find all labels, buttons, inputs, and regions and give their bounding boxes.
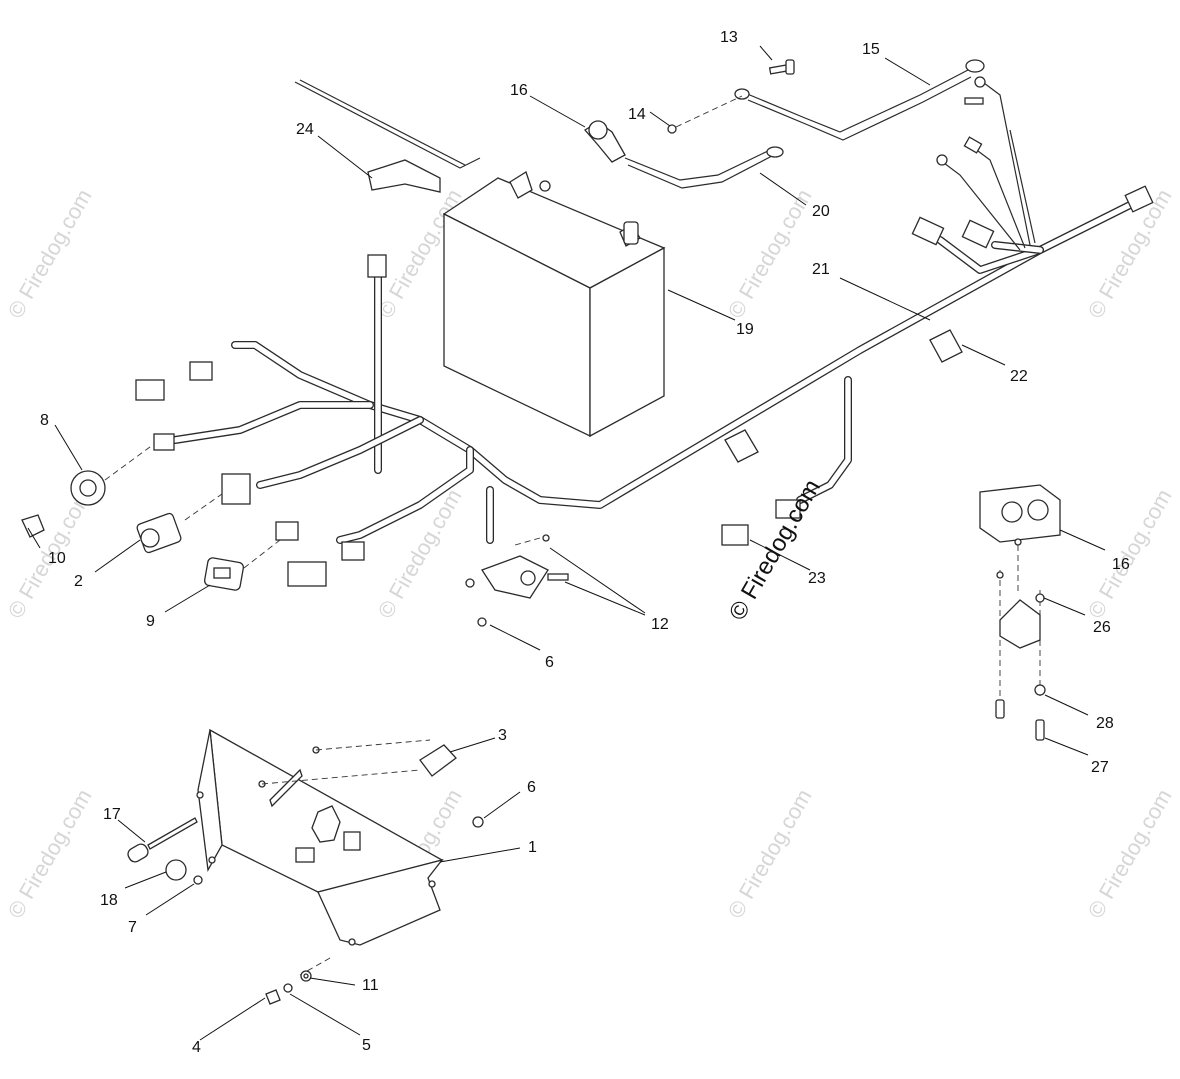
- callout-16: 16: [1112, 556, 1130, 573]
- fuse-block-assembly: [979, 484, 1061, 741]
- connector: [153, 433, 175, 451]
- callout-24: 24: [296, 121, 314, 138]
- headlight-switch: [136, 493, 223, 554]
- ignition-switch: [70, 443, 155, 506]
- callout-17: 17: [103, 806, 121, 823]
- connector: [367, 254, 387, 278]
- callout-18: 18: [100, 892, 118, 909]
- callout-21: 21: [812, 261, 830, 278]
- callout-6: 6: [545, 654, 554, 671]
- battery-cable-positive: [734, 59, 985, 141]
- bolt-and-nut: [667, 59, 795, 134]
- callout-11: 11: [362, 977, 379, 994]
- dash-panel: [196, 728, 444, 976]
- panel-hardware: [127, 744, 484, 1005]
- ring-terminal: [974, 76, 986, 88]
- ignition-key: [21, 514, 45, 538]
- battery-terminal: [623, 221, 639, 245]
- callout-10: 10: [48, 550, 66, 567]
- callout-15: 15: [862, 41, 880, 58]
- connector: [775, 499, 801, 519]
- watermark-text: © Firedog.com: [723, 185, 817, 323]
- callout-5: 5: [362, 1037, 371, 1054]
- starter-solenoid: [465, 534, 569, 627]
- watermark-text: © Firedog.com: [723, 785, 817, 923]
- callout-1: 1: [528, 839, 537, 856]
- callout-labels: 1 2 3 4 5 6 6 7 8 9 10 11 12 13 14 15 16…: [40, 29, 1130, 1056]
- callout-14: 14: [628, 106, 646, 123]
- watermark-text: © Firedog.com: [3, 185, 97, 323]
- callout-6: 6: [527, 779, 536, 796]
- callout-23: 23: [808, 570, 826, 587]
- connector: [911, 216, 945, 246]
- callout-4: 4: [192, 1039, 201, 1056]
- battery: [442, 171, 666, 438]
- harness-top-connectors: [911, 185, 1154, 249]
- callout-19: 19: [736, 321, 754, 338]
- connector: [961, 219, 995, 249]
- battery-terminal: [509, 171, 533, 199]
- callout-13: 13: [720, 29, 738, 46]
- callout-26: 26: [1093, 619, 1111, 636]
- cable-bracket: [294, 79, 481, 193]
- decal-label: [964, 97, 984, 105]
- callout-28: 28: [1096, 715, 1114, 732]
- left-connectors: [135, 254, 387, 587]
- connector: [275, 521, 299, 541]
- callout-2: 2: [74, 573, 83, 590]
- ring-terminal: [936, 154, 948, 166]
- callout-12: 12: [651, 616, 669, 633]
- switch-plug: [135, 379, 165, 401]
- watermark-text: © Firedog.com: [1083, 485, 1177, 623]
- harness-branch-wires: [936, 76, 1036, 251]
- callout-20: 20: [812, 203, 830, 220]
- callout-22: 22: [1010, 368, 1028, 385]
- rocker-switch: [203, 539, 281, 591]
- callout-8: 8: [40, 412, 49, 429]
- battery-cable-negative: [584, 120, 784, 189]
- callout-16: 16: [510, 82, 528, 99]
- leader-lines: [27, 45, 1106, 1041]
- callout-27: 27: [1091, 759, 1109, 776]
- switch-plug: [287, 561, 327, 587]
- connector: [189, 361, 213, 381]
- terminal-plug: [963, 136, 983, 154]
- callout-7: 7: [128, 919, 137, 936]
- harness-clips: [721, 329, 963, 546]
- connector: [341, 541, 365, 561]
- watermark-text: © Firedog.com: [1083, 785, 1177, 923]
- switch-plug: [721, 524, 749, 546]
- callout-9: 9: [146, 613, 155, 630]
- watermark-text: © Firedog.com: [3, 785, 97, 923]
- copyright-watermark: © Firedog.com: [724, 475, 826, 625]
- connector-multipin: [221, 473, 251, 505]
- callout-3: 3: [498, 727, 507, 744]
- connector: [1124, 185, 1154, 213]
